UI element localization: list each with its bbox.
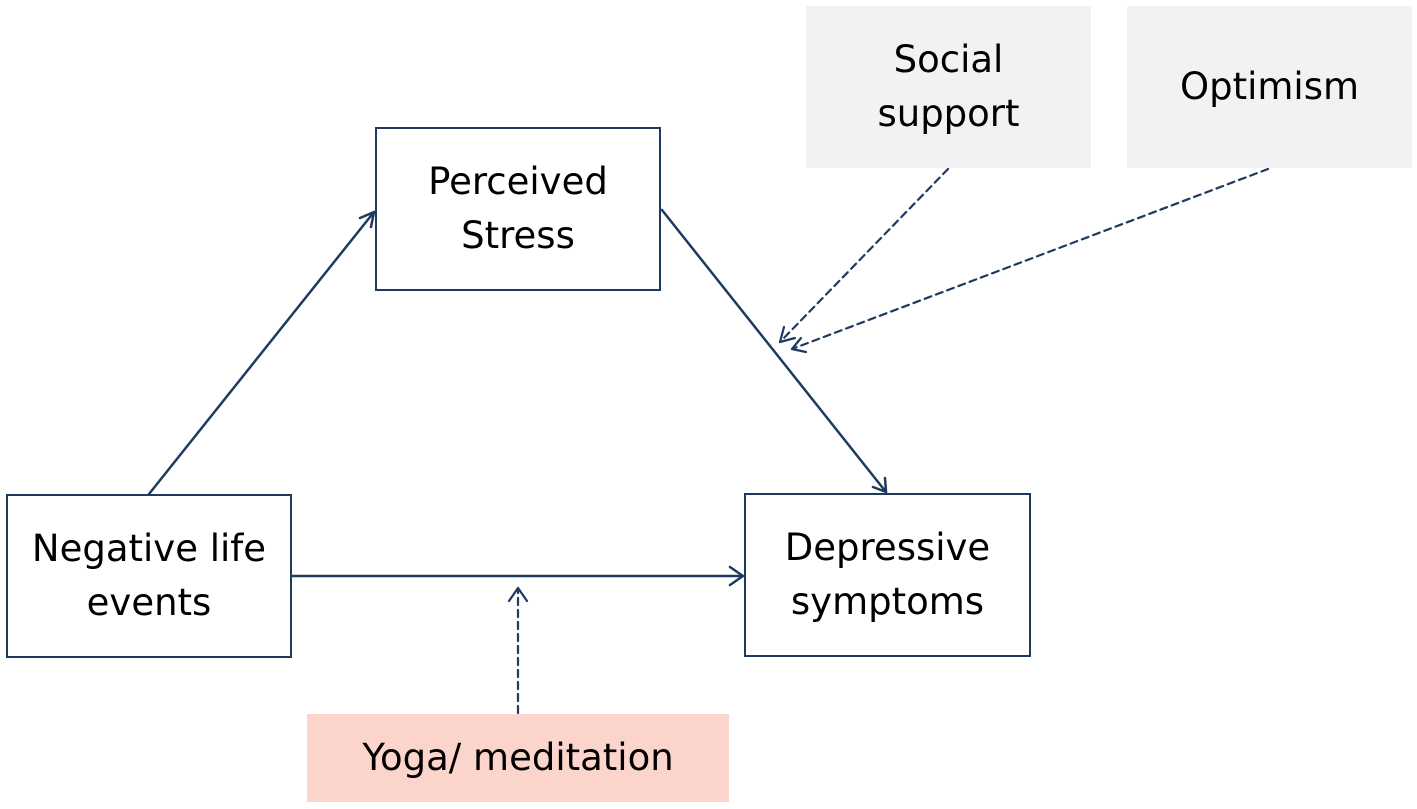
edge-yoga-meditation-moderator bbox=[507, 586, 529, 715]
node-label-line: Depressive bbox=[784, 526, 991, 569]
node-label-line: Negative life bbox=[31, 527, 267, 570]
node-yoga-meditation: Yoga/ meditation bbox=[307, 714, 729, 802]
node-label-line: Optimism bbox=[1179, 65, 1360, 108]
node-label-line: support bbox=[877, 92, 1020, 135]
node-label-line: Perceived bbox=[428, 160, 608, 203]
edge-negative-life-events-to-perceived-stress bbox=[147, 210, 376, 496]
edge-optimism-moderator bbox=[790, 167, 1270, 354]
node-label-line: Yoga/ meditation bbox=[362, 736, 674, 779]
edge-perceived-stress-to-depressive-symptoms bbox=[660, 208, 888, 494]
node-label-line: symptoms bbox=[790, 580, 985, 623]
node-depressive-symptoms: Depressive symptoms bbox=[744, 493, 1031, 657]
node-label-line: Stress bbox=[461, 214, 575, 257]
node-negative-life-events: Negative life events bbox=[6, 494, 292, 658]
node-optimism: Optimism bbox=[1127, 6, 1412, 168]
node-label-line: Social bbox=[893, 38, 1004, 81]
node-perceived-stress: Perceived Stress bbox=[375, 127, 661, 291]
edge-negative-life-events-to-depressive-symptoms bbox=[290, 565, 745, 587]
node-social-support: Social support bbox=[806, 6, 1091, 168]
node-label-line: events bbox=[86, 581, 212, 624]
edge-social-support-moderator bbox=[778, 167, 950, 344]
